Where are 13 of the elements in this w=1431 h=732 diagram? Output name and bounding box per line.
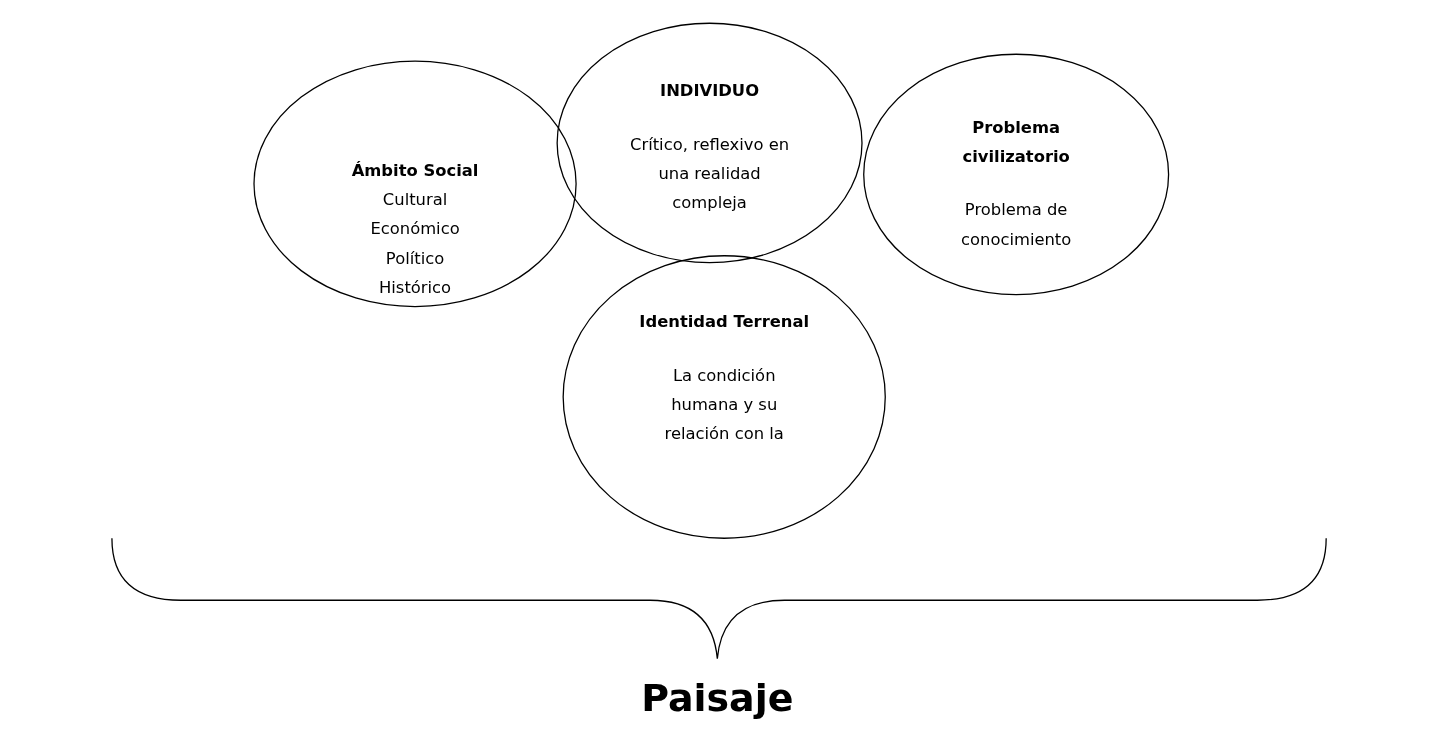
ellipse-node (863, 53, 1170, 296)
ellipse-node (562, 254, 887, 540)
ellipse-text: Problema de conocimiento (960, 198, 1073, 250)
ellipse-heading: Problema civilizatorio (961, 116, 1072, 168)
ellipse-text: La condición humana y su relación con la (663, 364, 786, 445)
ellipse-node (253, 60, 578, 308)
ellipse-text: Cultural Económico Político Histórico (369, 188, 461, 299)
brace-caption: Paisaje (640, 676, 795, 720)
ellipse-node (556, 22, 864, 264)
ellipse-text: Crítico, reflexivo en una realidad compleja (629, 133, 791, 214)
ellipse-heading: Identidad Terrenal (638, 310, 811, 333)
ellipse-heading: INDIVIDUO (659, 79, 761, 102)
ellipse-heading: Ámbito Social (351, 159, 480, 182)
